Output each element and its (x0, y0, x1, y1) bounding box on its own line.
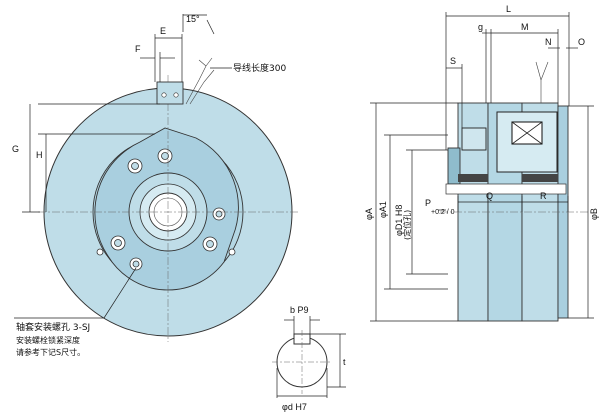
dim-F-label: F (135, 44, 141, 54)
dim-H-label: H (36, 150, 43, 160)
bolt-hole-inner (206, 240, 214, 248)
hole-note-line1: 轴套安装螺孔 3-SJ (16, 321, 90, 333)
dim-P-label: P (425, 198, 431, 208)
bolt-hole-inner (215, 210, 223, 218)
hole-note-leader (103, 267, 137, 319)
dim-g-label: g (478, 22, 483, 32)
dim-phiD1-note: (定位孔) (402, 210, 412, 240)
angle-label: 15° (186, 14, 200, 24)
front-dimensions (22, 14, 215, 213)
small-hole (228, 248, 236, 256)
bolt-hole-inner (114, 239, 122, 247)
lead-wire-note: 导线长度300 (233, 62, 286, 74)
bearing (461, 127, 487, 151)
dim-S-label: S (450, 56, 456, 66)
lead-wire (189, 69, 215, 105)
dim-phiA-label: φA (364, 208, 374, 220)
friction-face (522, 174, 558, 182)
dim-E-label: E (160, 26, 166, 36)
bolt-hole-inner (132, 260, 140, 268)
shaft-detail: b P9 t φd H7 (272, 305, 346, 412)
side-view: L g M N O S Q R P +0.2 / 0 φA φA1 φD1 H8… (364, 4, 599, 322)
coil-hatch (511, 121, 543, 145)
dim-L-label: L (506, 4, 511, 14)
dim-t-label: t (343, 357, 346, 367)
hole-note-line3: 请参考下记S尺寸。 (16, 347, 85, 357)
dim-phiD1-label: φD1 H8 (394, 205, 404, 236)
dim-M-label: M (521, 22, 529, 32)
hole-note-line2: 安装螺栓锁紧深度 (16, 335, 80, 345)
bolt-hole-inner (161, 152, 169, 160)
dim-b-label: b P9 (290, 305, 309, 315)
dim-P-tolerance: +0.2 / 0 (431, 209, 455, 216)
dim-R-label: R (540, 191, 547, 201)
dim-phiB-label: φB (589, 208, 599, 220)
lead-wire-tip (198, 57, 213, 67)
top-tab (156, 81, 184, 105)
dim-Q-label: Q (486, 191, 493, 201)
small-hole (96, 248, 104, 256)
dim-d-label: φd H7 (282, 402, 307, 412)
friction-face (458, 174, 488, 182)
side-dimensions (370, 12, 594, 322)
tab-screw (161, 92, 167, 98)
bolt-hole-inner (131, 162, 139, 170)
tab-screw (173, 92, 179, 98)
hub-bore (445, 183, 567, 195)
dim-phiA1-label: φA1 (378, 201, 388, 218)
front-view: 15° E F G H 导线长度300 轴套安装螺孔 3-SJ 安装螺栓锁紧深度… (12, 14, 298, 357)
lead-wire (185, 65, 207, 105)
shaft-dimensions (276, 316, 346, 398)
dim-N-label: N (545, 37, 552, 47)
dim-G-label: G (12, 144, 19, 154)
dim-O-label: O (578, 37, 585, 47)
side-lead-wire (535, 61, 549, 103)
bolt-holes (96, 148, 236, 271)
